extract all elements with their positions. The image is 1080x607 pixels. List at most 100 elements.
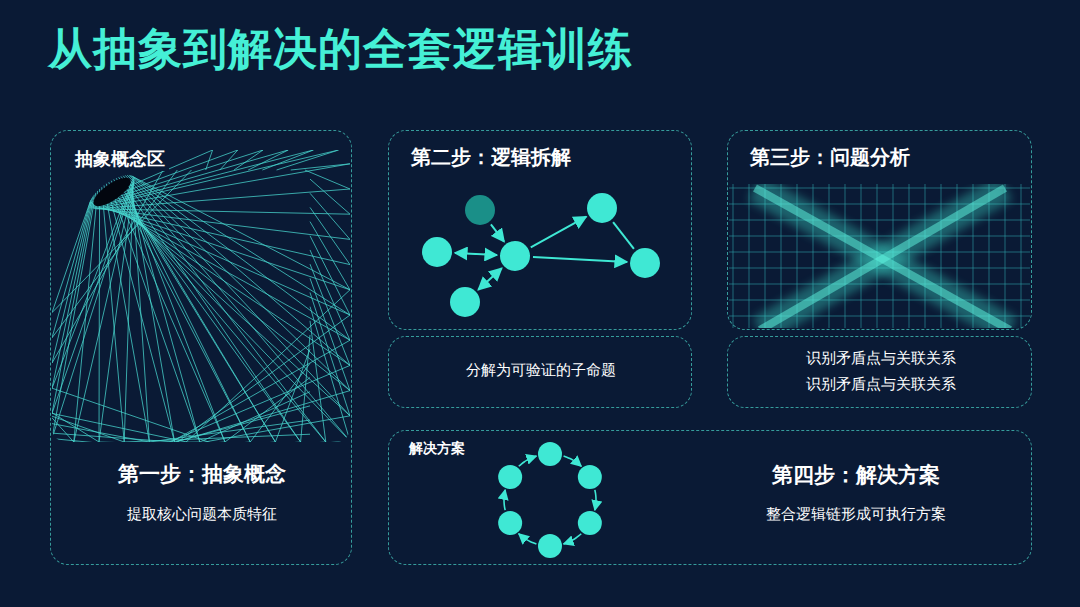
string-line [74, 191, 98, 442]
cross-mark [755, 188, 1010, 328]
graph-link [613, 222, 634, 249]
grid [729, 184, 1030, 328]
step-heading: 抽象概念区 [71, 147, 169, 171]
step-text: 分解为可验证的子命题 [389, 361, 693, 379]
graph-dot [587, 193, 617, 223]
string-line [310, 193, 350, 239]
string-line [105, 207, 350, 315]
graph-dot [500, 241, 530, 271]
string-line [291, 164, 350, 170]
string-line [132, 176, 350, 315]
step-heading: 第三步：问题分析 [750, 145, 910, 169]
string-line [310, 236, 350, 315]
grid-line [1021, 184, 1022, 328]
cycle-link [519, 456, 537, 466]
string-line [305, 170, 350, 189]
string-line [126, 193, 250, 442]
string-line [52, 413, 281, 442]
string-line [136, 340, 350, 442]
string-line [127, 175, 350, 390]
string-line [52, 193, 96, 439]
step-panel: 抽象概念区第一步：抽象概念提取核心问题本质特征 [50, 130, 352, 565]
string-line [206, 150, 213, 170]
string-line [123, 176, 350, 441]
string-line [52, 195, 94, 414]
title: 从抽象到解决的全套逻辑训练 [48, 20, 633, 79]
grid-line [729, 284, 1030, 285]
cycle-graph [498, 442, 602, 558]
graph-dot [465, 195, 495, 225]
string-line [52, 416, 149, 442]
string-line [165, 290, 350, 442]
string-line [52, 374, 74, 442]
string-line [102, 187, 124, 442]
step-heading: 第二步：逻辑拆解 [411, 145, 571, 169]
string-line [99, 189, 101, 442]
string-line [74, 181, 134, 442]
graph-dot [630, 248, 660, 278]
grid-line [729, 236, 1030, 237]
cycle-dot [538, 534, 562, 558]
step-panel: 分解为可验证的子命题 [388, 336, 692, 408]
graph-link [491, 224, 504, 241]
string-line [150, 315, 350, 442]
string-line [52, 197, 93, 389]
step-text: 识别矛盾点与关联关系 [728, 375, 1033, 393]
string-line [104, 185, 149, 442]
cycle-dot [498, 511, 522, 535]
grid-line [925, 184, 926, 328]
step-panel: 识别矛盾点与关联关系识别矛盾点与关联关系 [727, 336, 1032, 408]
string-line [130, 175, 350, 340]
string-line [52, 430, 175, 442]
cross-stroke [760, 188, 1005, 328]
step-heading: 第四步：解决方案 [726, 463, 986, 488]
string-line [121, 176, 326, 442]
step-text: 整合逻辑链形成可执行方案 [726, 505, 986, 523]
string-line [52, 200, 91, 338]
string-line [220, 150, 238, 170]
string-line [122, 365, 350, 442]
string-line [277, 150, 339, 170]
grid-line [729, 220, 1030, 221]
string-line [79, 441, 350, 442]
graph-link [478, 268, 502, 290]
grid-line [749, 184, 750, 328]
cross-stroke [755, 188, 1010, 328]
step-panel: 第三步：问题分析 [727, 130, 1032, 330]
cycle-dot [578, 465, 602, 489]
string-line [52, 198, 92, 363]
string-line [106, 184, 174, 442]
string-line [133, 176, 350, 289]
string-line [234, 150, 263, 170]
grid-line [845, 184, 846, 328]
string-line [101, 208, 350, 264]
cycle-dot [578, 511, 602, 535]
cycle-link [564, 456, 582, 466]
graph-dot [450, 287, 480, 317]
cross-stroke [755, 188, 1010, 328]
cycle-dot [498, 465, 522, 489]
string-line [109, 182, 200, 442]
cycle-link [519, 534, 537, 544]
step-heading: 第一步：抽象概念 [51, 461, 353, 486]
cycle-dot [538, 442, 562, 466]
graph-link [531, 217, 586, 248]
string-line [111, 181, 225, 442]
network-graph [422, 193, 660, 317]
string-line [114, 179, 250, 442]
step-text: 识别矛盾点与关联关系 [728, 349, 1033, 367]
string-line [310, 179, 350, 214]
step-panel: 第二步：逻辑拆解 [388, 130, 692, 330]
cycle-link [564, 534, 582, 544]
step-heading: 解决方案 [405, 439, 469, 458]
string-line [262, 150, 313, 170]
grid-line [1005, 184, 1006, 328]
cycle-link [595, 490, 596, 510]
string-line [124, 184, 133, 442]
grid-line [733, 184, 734, 328]
string-art [52, 150, 350, 442]
vortex-hole [89, 173, 134, 211]
step-panel: 解决方案第四步：解决方案整合逻辑链形成可执行方案 [388, 430, 1032, 565]
graph-link [533, 257, 627, 262]
step-text: 提取核心问题本质特征 [51, 505, 353, 523]
